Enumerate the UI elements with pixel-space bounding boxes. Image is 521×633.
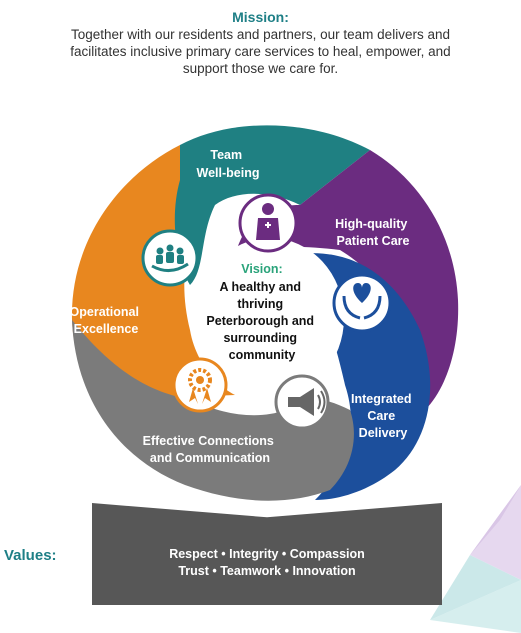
mission-block: Mission: Together with our residents and… xyxy=(0,8,521,77)
decor-triangle xyxy=(430,555,521,620)
decor-triangle xyxy=(430,580,521,633)
values-label: Values: xyxy=(4,547,57,564)
values-line-1: Respect • Integrity • Compassion xyxy=(169,547,365,561)
megaphone-icon xyxy=(274,374,330,430)
segment-label-team-wellbeing: Team Well-being xyxy=(197,148,260,180)
award-ribbon-icon xyxy=(172,357,228,413)
segment-label-integrated-care: Integrated Care Delivery xyxy=(351,392,415,440)
segment-team-wellbeing xyxy=(174,125,370,285)
doctor-icon xyxy=(238,193,298,253)
heart-hands-icon xyxy=(332,273,392,333)
hands-people-icon xyxy=(141,229,199,287)
segment-label-operational-excellence: Operational Excellence xyxy=(70,305,143,336)
segment-label-patient-care: High-quality Patient Care xyxy=(335,217,411,248)
decor-triangle xyxy=(470,485,521,555)
vision-center xyxy=(196,238,344,398)
segment-label-connections: Effective Connections and Communication xyxy=(143,434,278,465)
vision-text: A healthy and thriving Peterborough and … xyxy=(206,280,317,362)
values-line-2: Trust • Teamwork • Innovation xyxy=(178,564,356,578)
mission-title: Mission: xyxy=(232,9,289,25)
values-banner xyxy=(92,503,442,605)
decor-triangle xyxy=(470,485,521,580)
segment-connections xyxy=(72,320,354,501)
vision-title: Vision: xyxy=(241,262,282,276)
mission-text: Together with our residents and partners… xyxy=(70,27,451,76)
values-list: Respect • Integrity • Compassion Trust •… xyxy=(92,546,442,580)
